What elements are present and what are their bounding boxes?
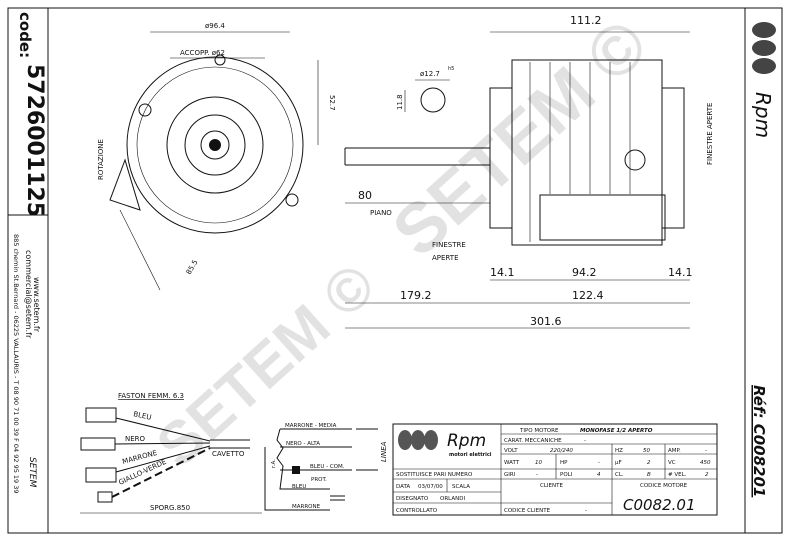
dim-94-2: 94.2 bbox=[572, 266, 597, 279]
vel-value: 2 bbox=[705, 472, 709, 478]
windows-left-label-1: FINESTRE bbox=[432, 241, 466, 249]
cl-label: CL. bbox=[615, 472, 624, 478]
schem-bleu-com: BLEU - COM. bbox=[310, 464, 345, 470]
side-view bbox=[345, 31, 690, 329]
data-value: 03/07/00 bbox=[418, 484, 443, 490]
code-label: code: bbox=[16, 12, 34, 58]
cable-length: SPORG.850 bbox=[150, 504, 190, 512]
sostituisce-label: SOSTITUISCE PARI NUMERO bbox=[396, 472, 473, 478]
setem-logo: SETEM bbox=[27, 457, 37, 488]
tipo-label: TIPO MOTORE bbox=[519, 428, 559, 434]
vc-value: 450 bbox=[700, 460, 711, 466]
hz-value: 50 bbox=[643, 448, 650, 454]
dim-14-1-right: 14.1 bbox=[668, 266, 693, 279]
carat-label: CARAT. MECCANICHE bbox=[504, 438, 562, 444]
address: 885 chemin St.Bernard - 06225 VALLAURIS … bbox=[12, 234, 20, 494]
watt-value: 10 bbox=[535, 460, 542, 466]
dim-shaft-diameter: ø12.7 bbox=[420, 70, 440, 78]
giri-value: - bbox=[536, 472, 538, 478]
email-link[interactable]: commercial@setem.fr bbox=[24, 250, 33, 339]
volt-label: VOLT bbox=[504, 448, 518, 454]
carat-value: - bbox=[584, 438, 586, 444]
volt-value: 220/240 bbox=[550, 448, 573, 454]
scala-label: SCALA bbox=[452, 484, 470, 490]
data-label: DATA bbox=[396, 484, 410, 490]
shaft-tolerance: h5 bbox=[448, 66, 454, 72]
schem-marrone: MARRONE bbox=[292, 504, 321, 510]
tipo-value: MONOFASE 1/2 APERTO bbox=[580, 428, 653, 434]
website-link[interactable]: www.setem.fr bbox=[32, 277, 41, 333]
cable-label: CAVETTO bbox=[212, 450, 245, 458]
codice-motore-value: C0082.01 bbox=[623, 496, 696, 514]
watermark-2: SETEM © bbox=[144, 251, 388, 480]
hp-value: - bbox=[598, 460, 600, 466]
flat-label: PIANO bbox=[370, 209, 392, 217]
wire-bleu: BLEU bbox=[133, 410, 153, 422]
dim-width: 111.2 bbox=[570, 14, 602, 27]
watermark: SETEM © bbox=[378, 4, 662, 271]
schem-bleu: BLEU bbox=[292, 484, 306, 490]
hz-label: HZ bbox=[615, 448, 623, 454]
schem-prot: PROT. bbox=[311, 477, 327, 483]
dim-shaft-flat: 11.8 bbox=[396, 94, 404, 110]
title-block bbox=[392, 423, 718, 516]
code-box bbox=[7, 7, 49, 216]
windows-left-label-2: APERTE bbox=[432, 254, 459, 262]
giri-label: GIRI bbox=[504, 472, 516, 478]
outer-frame bbox=[7, 7, 783, 534]
cl-value: B bbox=[647, 472, 651, 478]
schem-nero-alta: NERO - ALTA bbox=[286, 441, 320, 447]
disegnato-value: ORLANDI bbox=[440, 496, 465, 502]
schem-ra: r.A. bbox=[271, 459, 277, 468]
controllato-label: CONTROLLATO bbox=[396, 508, 438, 514]
faston-label: FASTON FEMM. 6.3 bbox=[118, 392, 184, 400]
product-code: 5726001125 bbox=[22, 64, 47, 217]
wire-nero: NERO bbox=[125, 435, 146, 443]
dim-coupling-diameter: ACCOPP. ø62 bbox=[180, 49, 225, 57]
rotation-label: ROTAZIONE bbox=[97, 139, 105, 180]
rpm-brand: Rpm bbox=[751, 92, 775, 138]
uf-value: 2 bbox=[647, 460, 651, 466]
disegnato-label: DISEGNATO bbox=[396, 496, 429, 502]
title-rpm-sub: motori elettrici bbox=[449, 452, 492, 458]
watt-label: WATT bbox=[504, 460, 520, 466]
cliente-label: CLIENTE bbox=[540, 483, 563, 489]
dim-depth: 85.5 bbox=[185, 258, 200, 276]
amp-label: AMP. bbox=[668, 448, 681, 454]
poli-label: POLI bbox=[560, 472, 573, 478]
poli-value: 4 bbox=[597, 472, 601, 478]
title-rpm-logo: Rpm bbox=[447, 431, 486, 451]
dim-14-1-left: 14.1 bbox=[490, 266, 515, 279]
vel-label: # VEL. bbox=[668, 472, 687, 478]
front-view bbox=[109, 31, 319, 291]
dim-122-4: 122.4 bbox=[572, 289, 604, 302]
codice-cliente-value: - bbox=[585, 508, 587, 514]
windows-right-label: FINESTRE APERTE bbox=[706, 103, 714, 165]
dim-shaft-length: 80 bbox=[358, 189, 372, 202]
dim-outer-diameter: ø96.4 bbox=[205, 22, 225, 30]
dim-179-2: 179.2 bbox=[400, 289, 432, 302]
shaft-section bbox=[344, 79, 490, 204]
rpm-coil-logo bbox=[752, 22, 776, 74]
reference-code: Réf: C008201 bbox=[750, 385, 768, 497]
dim-height: 52.7 bbox=[328, 95, 336, 111]
amp-value: - bbox=[705, 448, 707, 454]
schem-linea: LINEA bbox=[380, 441, 388, 462]
schem-marrone-media: MARRONE - MEDIA bbox=[285, 423, 337, 429]
wiring-schematic bbox=[264, 428, 378, 511]
dim-301-6: 301.6 bbox=[530, 315, 562, 328]
codice-motore-label: CODICE MOTORE bbox=[640, 483, 688, 489]
cable-drawing bbox=[80, 407, 262, 514]
uf-label: µF bbox=[615, 460, 622, 466]
codice-cliente-label: CODICE CLIENTE bbox=[504, 508, 551, 514]
vc-label: VC bbox=[668, 460, 676, 466]
hp-label: HP bbox=[560, 460, 568, 466]
